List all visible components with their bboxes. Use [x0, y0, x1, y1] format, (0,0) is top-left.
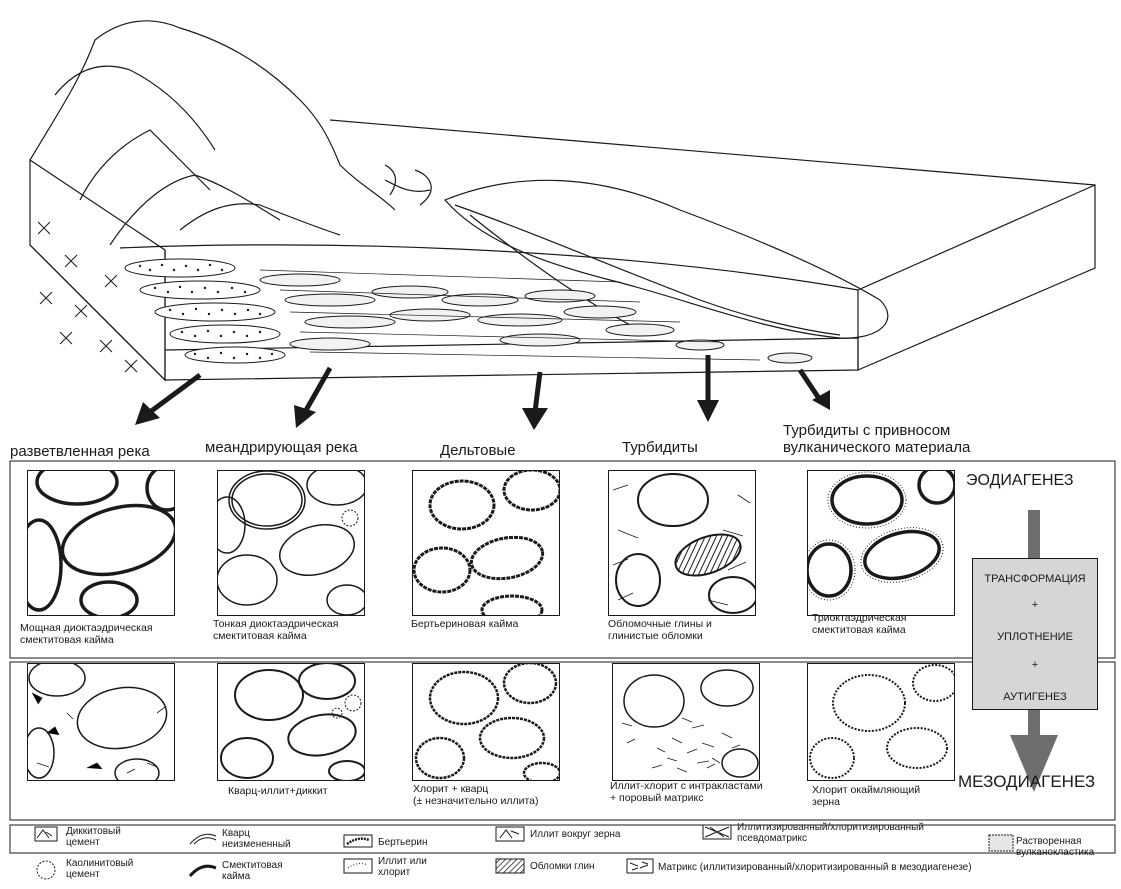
illite-or-chlorite-icon: [343, 858, 373, 874]
mesodiagenesis-label: МЕЗОДИАГЕНЕЗ: [958, 772, 1095, 792]
clay-clasts-icon: [495, 858, 525, 874]
quartz-unchanged-icon: [188, 828, 218, 846]
panel-braided-eodiagenesis: [27, 470, 175, 616]
legend-clay-clasts: Обломки глин: [530, 861, 595, 872]
berthierine-icon: [343, 834, 373, 848]
kaolinite-cement-icon: [34, 859, 58, 881]
panel-meandering-eodiagenesis: [217, 470, 365, 616]
process-box: ТРАНСФОРМАЦИЯ + УПЛОТНЕНИЕ + АУТИГЕНЕЗ: [972, 558, 1098, 710]
caption-meandering-meso: Кварц-иллит+диккит: [228, 785, 408, 797]
process-plus-1: +: [973, 599, 1097, 611]
panel-deltaic-eodiagenesis: [412, 470, 560, 616]
legend-illite-around-grain: Иллит вокруг зерна: [530, 829, 621, 840]
matrix-icon: [626, 858, 654, 874]
caption-deltaic-meso: Хлорит + кварц(± незначительно иллита): [413, 783, 608, 807]
panel-deltaic-mesodiagenesis: [412, 663, 560, 781]
process-authigenesis: АУТИГЕНЕЗ: [973, 691, 1097, 703]
panel-turbidites-eodiagenesis: [608, 470, 756, 616]
caption-turbidites-meso: Иллит-хлорит с интракластами+ поровый ма…: [610, 780, 810, 804]
braided-sandbodies: [125, 259, 285, 363]
block-right-face: [858, 185, 1095, 370]
illitized-pseudomatrix-icon: [702, 824, 732, 840]
block-diagram: [0, 0, 1121, 440]
panel-braided-mesodiagenesis: [27, 663, 175, 781]
panel-turbidites-mesodiagenesis: [612, 663, 760, 781]
dickite-cement-icon: [34, 826, 58, 842]
process-transformation: ТРАНСФОРМАЦИЯ: [973, 573, 1097, 585]
env-label-volcanic-turbidites-2: вулканического материала: [783, 440, 970, 456]
env-label-turbidites: Турбидиты: [622, 440, 698, 456]
smectite-rim-icon: [188, 860, 218, 878]
panel-meandering-mesodiagenesis: [217, 663, 365, 781]
basement-crosses: [38, 222, 137, 372]
panel-volcanic-eodiagenesis: [807, 470, 955, 616]
caption-deltaic-eo: Бертьериновая кайма: [411, 618, 581, 630]
legend-berthierine: Бертьерин: [378, 837, 428, 848]
eodiagenesis-label: ЭОДИАГЕНЕЗ: [966, 472, 1073, 490]
panel-volcanic-mesodiagenesis: [807, 663, 955, 781]
env-label-meandering: меандрирующая река: [205, 440, 358, 456]
dissolved-volcaniclastics-icon: [988, 834, 1014, 852]
legend-matrix: Матрикс (иллитизированный/хлоритизирован…: [658, 862, 972, 873]
process-compaction: УПЛОТНЕНИЕ: [973, 631, 1097, 643]
process-plus-2: +: [973, 659, 1097, 671]
illite-around-grain-icon: [495, 826, 525, 842]
env-label-volcanic-turbidites-1: Турбидиты с привносом: [783, 423, 950, 439]
environment-arrows: [150, 355, 820, 412]
